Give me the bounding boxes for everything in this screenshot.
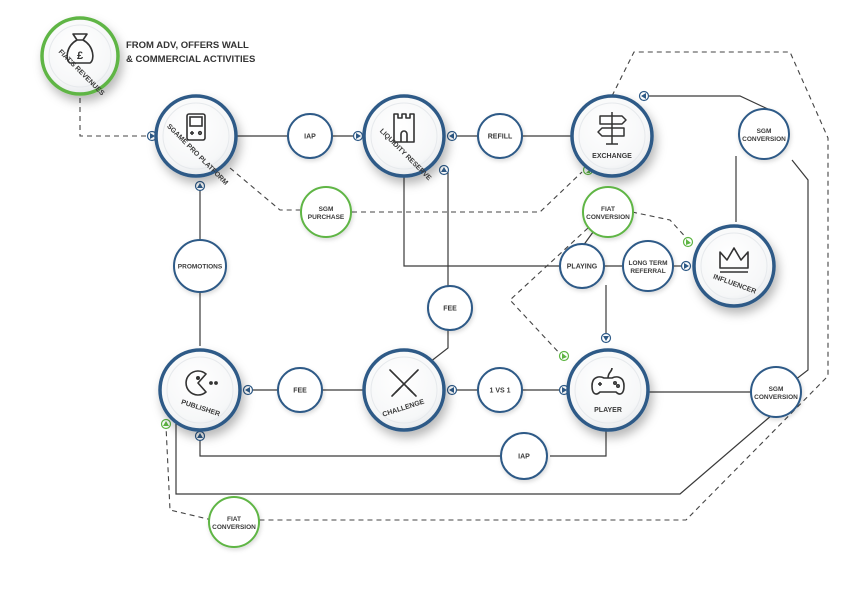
small-node-playing[interactable]: PLAYING — [559, 243, 605, 289]
small-node-one-vs-one[interactable]: 1 VS 1 — [477, 367, 523, 413]
note-line-1: FROM ADV, OFFERS WALL — [126, 40, 249, 51]
node-challenge[interactable]: CHALLENGE — [362, 348, 446, 432]
svg-text:£: £ — [77, 50, 83, 62]
small-node-label: FIAT — [601, 206, 615, 213]
note-line-2: & COMMERCIAL ACTIVITIES — [126, 54, 255, 65]
small-node-refill[interactable]: REFILL — [477, 113, 523, 159]
small-node-label: SGM — [319, 206, 334, 213]
small-node-long-term-referral[interactable]: LONG TERM REFERRAL — [622, 240, 674, 292]
small-node-label: 1 VS 1 — [489, 388, 510, 395]
node-exchange[interactable]: EXCHANGE — [570, 94, 654, 178]
small-node-sgm-purchase[interactable]: SGM PURCHASE — [300, 186, 352, 238]
small-node-label: FEE — [443, 306, 457, 313]
small-node-promotions[interactable]: PROMOTIONS — [173, 239, 227, 293]
small-node-sgm-conversion-top[interactable]: SGM CONVERSION — [738, 108, 790, 160]
small-node-label: REFERRAL — [630, 268, 665, 275]
node-label: EXCHANGE — [592, 153, 632, 160]
arrow-marker-blue — [194, 430, 206, 442]
arrow-marker-blue — [352, 130, 364, 142]
small-node-label: PURCHASE — [308, 214, 345, 221]
pacman-icon — [185, 370, 218, 396]
arrow-marker-blue — [438, 164, 450, 176]
small-node-label: PROMOTIONS — [178, 264, 223, 271]
arrow-marker-green — [682, 236, 694, 248]
small-node-label: FIAT — [227, 516, 241, 523]
small-node-sgm-conversion-bottom[interactable]: SGM CONVERSION — [750, 366, 802, 418]
crown-icon — [719, 247, 749, 273]
castle-tower-icon — [393, 113, 415, 143]
money-bag-icon: £ — [66, 33, 94, 64]
arrow-marker-blue — [680, 260, 692, 272]
small-node-label: SGM — [757, 128, 772, 135]
node-publisher[interactable]: PUBLISHER — [158, 348, 242, 432]
node-sgame-pro-platform[interactable]: SGAME PRO PLATFORM — [154, 94, 238, 187]
small-node-fiat-conversion-bottom[interactable]: FIAT CONVERSION — [208, 496, 260, 548]
revenue-source-note: FROM ADV, OFFERS WALL & COMMERCIAL ACTIV… — [126, 40, 255, 65]
small-node-fee-low[interactable]: FEE — [277, 367, 323, 413]
small-node-fee-mid[interactable]: FEE — [427, 285, 473, 331]
small-node-label: SGM — [769, 386, 784, 393]
small-node-iap-top[interactable]: IAP — [287, 113, 333, 159]
arrow-marker-blue — [446, 384, 458, 396]
small-node-label: CONVERSION — [586, 214, 630, 221]
arrow-marker-blue — [446, 130, 458, 142]
small-node-label: FEE — [293, 388, 307, 395]
small-node-iap-bottom[interactable]: IAP — [500, 432, 548, 480]
arrow-marker-green — [160, 418, 172, 430]
arrow-marker-blue — [600, 332, 612, 344]
small-node-label: LONG TERM — [629, 260, 668, 267]
small-node-label: CONVERSION — [754, 394, 798, 401]
small-node-label: REFILL — [488, 134, 513, 141]
node-label: PLAYER — [594, 407, 622, 414]
crossed-swords-icon — [389, 369, 419, 397]
gamepad-icon — [591, 367, 625, 395]
signpost-icon — [597, 112, 627, 145]
arrow-marker-blue — [242, 384, 254, 396]
handheld-console-icon — [186, 113, 206, 141]
arrow-marker-blue — [638, 90, 650, 102]
node-player[interactable]: PLAYER — [566, 348, 650, 432]
small-node-label: CONVERSION — [212, 524, 256, 531]
small-node-fiat-conversion-mid[interactable]: FIAT CONVERSION — [582, 186, 634, 238]
node-influencer[interactable]: INFLUENCER — [692, 224, 776, 308]
dashed-connectors — [79, 51, 829, 521]
arrow-marker-green — [558, 350, 570, 362]
node-fiat-revenues[interactable]: £ FIAT'S REVENUES — [40, 16, 120, 98]
small-node-label: PLAYING — [567, 264, 598, 271]
small-node-label: IAP — [304, 134, 316, 141]
arrow-marker-blue — [194, 180, 206, 192]
node-liquidity-reserve[interactable]: LIQUIDITY RESERVE — [362, 94, 446, 182]
small-node-label: CONVERSION — [742, 136, 786, 143]
small-node-label: IAP — [518, 454, 530, 461]
